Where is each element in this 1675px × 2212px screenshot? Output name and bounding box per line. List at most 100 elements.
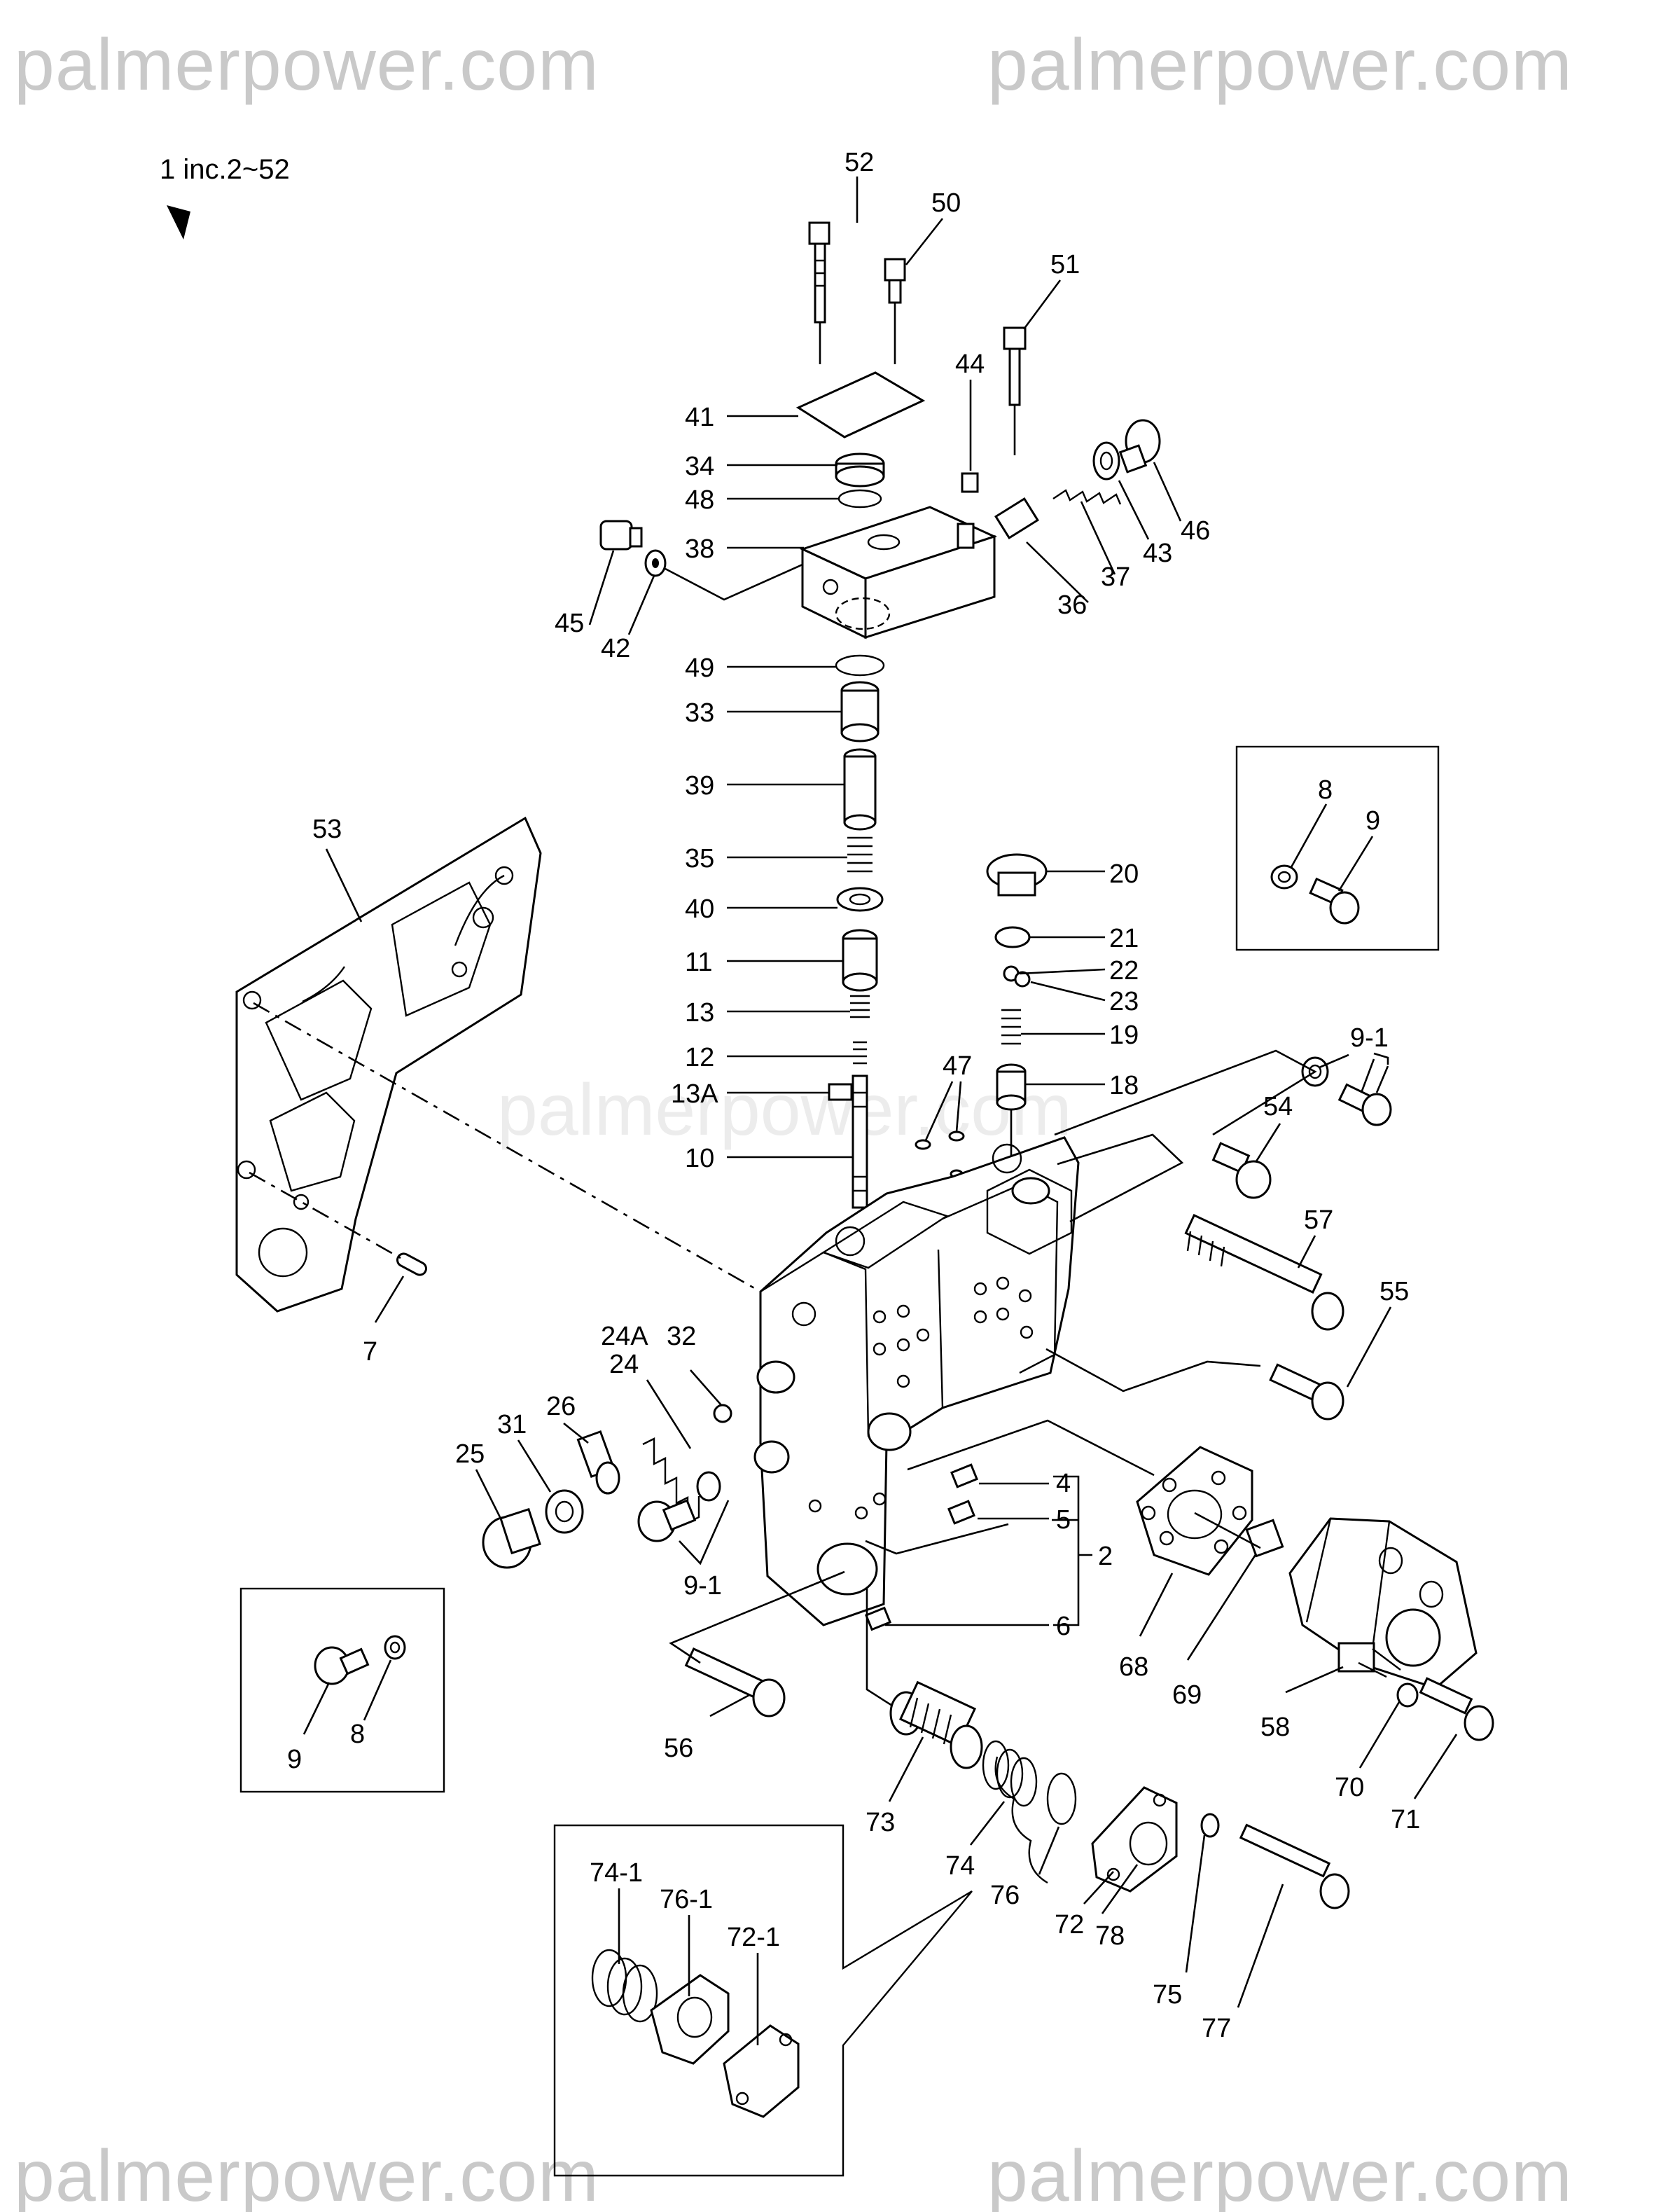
label-56: 56 bbox=[664, 1734, 693, 1763]
label-18: 18 bbox=[1109, 1071, 1139, 1100]
plug-9-1-right bbox=[1337, 1083, 1392, 1126]
label-36: 36 bbox=[1057, 590, 1087, 620]
label-72: 72 bbox=[1055, 1910, 1084, 1940]
label-5: 5 bbox=[1056, 1505, 1071, 1535]
bolt-56 bbox=[684, 1647, 786, 1717]
label-48: 48 bbox=[685, 485, 714, 515]
label-37: 37 bbox=[1101, 562, 1130, 592]
watermark-bottom-left: palmerpower.com bbox=[14, 2136, 599, 2212]
inset-left-label-8: 8 bbox=[350, 1720, 365, 1749]
ball-32 bbox=[713, 1404, 732, 1423]
dash-gasket-pin bbox=[249, 1171, 401, 1259]
washer-21 bbox=[994, 926, 1031, 948]
inset-bottom-label-76-1: 76-1 bbox=[660, 1885, 713, 1914]
part-labels: 52 50 51 44 41 34 48 38 45 42 46 43 37 3… bbox=[312, 148, 1420, 2043]
plug-5 bbox=[947, 1500, 975, 1525]
fitting-44 bbox=[957, 472, 979, 549]
spring-74-ring-a bbox=[982, 1740, 1010, 1790]
label-41: 41 bbox=[685, 403, 714, 432]
plug-9-1 bbox=[637, 1499, 697, 1542]
label-11: 11 bbox=[685, 948, 712, 977]
plug-4 bbox=[950, 1463, 978, 1488]
label-23: 23 bbox=[1109, 987, 1139, 1016]
leader-56-body bbox=[669, 1570, 845, 1664]
plug-46 bbox=[1118, 419, 1161, 473]
label-24A: 24A bbox=[601, 1322, 648, 1351]
seat-26 bbox=[576, 1430, 620, 1495]
label-51: 51 bbox=[1050, 250, 1080, 279]
label-22: 22 bbox=[1109, 956, 1139, 986]
label-13: 13 bbox=[685, 998, 714, 1028]
spring-13 bbox=[850, 995, 870, 1018]
spool-36 bbox=[994, 497, 1039, 540]
label-70: 70 bbox=[1335, 1773, 1364, 1802]
piston-11 bbox=[842, 929, 878, 992]
leader-55-body bbox=[1045, 1348, 1261, 1392]
label-50: 50 bbox=[931, 188, 961, 218]
label-26: 26 bbox=[546, 1392, 576, 1421]
label-46: 46 bbox=[1181, 516, 1210, 546]
ball-23 bbox=[1014, 971, 1031, 988]
dash-gasket-body-top bbox=[253, 1002, 761, 1293]
inset-left-label-9: 9 bbox=[287, 1745, 302, 1774]
pump-58 bbox=[1288, 1517, 1478, 1689]
screw-54 bbox=[1211, 1142, 1272, 1199]
plug-25 bbox=[482, 1507, 541, 1569]
label-9-1-left: 9-1 bbox=[683, 1571, 722, 1601]
assembly-arrow-icon bbox=[167, 205, 190, 240]
washer-43 bbox=[1092, 441, 1120, 481]
inset-left: 9 8 bbox=[239, 1587, 445, 1793]
label-32: 32 bbox=[667, 1322, 696, 1351]
spring-37 bbox=[1052, 489, 1122, 505]
label-21: 21 bbox=[1109, 924, 1139, 953]
watermark-bottom-right: palmerpower.com bbox=[987, 2136, 1573, 2212]
leader-2-bracket-line bbox=[865, 1523, 1009, 1555]
label-78: 78 bbox=[1095, 1921, 1125, 1951]
inset-bottom-label-74-1: 74-1 bbox=[590, 1858, 643, 1888]
label-6: 6 bbox=[1056, 1612, 1071, 1641]
inset-bottom-label-72-1: 72-1 bbox=[727, 1923, 780, 1952]
label-25: 25 bbox=[455, 1439, 485, 1469]
label-9-1-right: 9-1 bbox=[1350, 1023, 1389, 1053]
o-ring-49 bbox=[835, 654, 885, 677]
o-ring-48 bbox=[837, 489, 882, 509]
gasket-68 bbox=[1136, 1446, 1253, 1576]
spring-19 bbox=[1001, 1009, 1021, 1045]
shim-13A bbox=[828, 1083, 853, 1101]
spring-74-ring-c bbox=[1010, 1757, 1038, 1807]
bolt-leaders bbox=[819, 303, 1016, 455]
label-24: 24 bbox=[609, 1350, 639, 1379]
label-31: 31 bbox=[497, 1410, 527, 1439]
label-39: 39 bbox=[685, 771, 714, 801]
inset-bottom: 74-1 76-1 72-1 bbox=[553, 1824, 973, 2177]
label-45: 45 bbox=[555, 609, 584, 638]
label-73: 73 bbox=[866, 1808, 895, 1837]
label-52: 52 bbox=[845, 148, 874, 177]
label-55: 55 bbox=[1379, 1277, 1409, 1306]
leader-73-body bbox=[866, 1589, 903, 1713]
control-valve-body bbox=[753, 1136, 1080, 1626]
spring-35 bbox=[847, 836, 873, 873]
washer-70 bbox=[1396, 1682, 1419, 1708]
leader-68-69 bbox=[1194, 1512, 1261, 1549]
watermark-center: palmerpower.com bbox=[497, 1070, 1072, 1151]
label-75: 75 bbox=[1153, 1980, 1182, 2010]
plug-6 bbox=[864, 1606, 892, 1631]
label-44: 44 bbox=[955, 350, 985, 379]
label-74: 74 bbox=[945, 1851, 975, 1881]
label-10: 10 bbox=[685, 1144, 714, 1173]
spring-74-ring-b bbox=[996, 1748, 1024, 1799]
label-77: 77 bbox=[1202, 2014, 1231, 2043]
inset-top-label-8: 8 bbox=[1318, 775, 1333, 805]
washer-9-1 bbox=[696, 1471, 721, 1502]
leader-9-1-right-body bbox=[1054, 1049, 1317, 1136]
plug-69 bbox=[1245, 1519, 1284, 1558]
cover-72 bbox=[1091, 1786, 1178, 1893]
label-71: 71 bbox=[1391, 1805, 1420, 1834]
leader-body-connect bbox=[1057, 1133, 1184, 1223]
label-20: 20 bbox=[1109, 859, 1139, 889]
plug-20 bbox=[986, 853, 1048, 897]
label-54: 54 bbox=[1263, 1092, 1293, 1121]
sleeve-33 bbox=[840, 681, 880, 742]
label-38: 38 bbox=[685, 534, 714, 564]
